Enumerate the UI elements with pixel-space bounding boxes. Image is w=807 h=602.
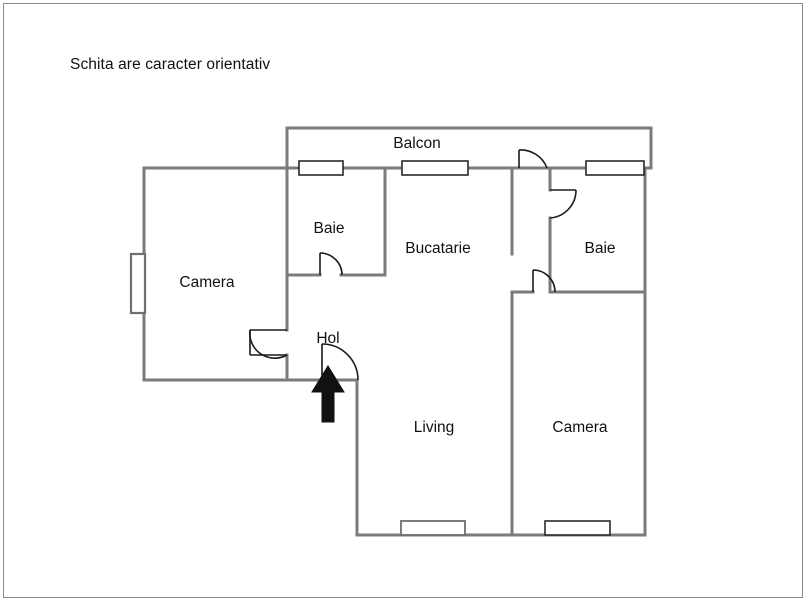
- room-label-camera-left: Camera: [179, 274, 235, 291]
- room-label-bucatarie: Bucatarie: [405, 240, 471, 257]
- entrance-arrow: [311, 365, 345, 423]
- plan-disclaimer-text: Schita are caracter orientativ: [70, 56, 271, 73]
- door-entrance: [321, 343, 359, 381]
- window-baie-right-north: [585, 160, 645, 176]
- door-baie-left: [319, 252, 343, 276]
- room-label-hol: Hol: [316, 330, 340, 347]
- door-camera-left: [249, 329, 288, 359]
- room-label-balcon: Balcon: [393, 135, 441, 152]
- window-camera-left-west: [129, 252, 147, 315]
- door-balcon: [518, 149, 548, 169]
- window-living-south: [400, 520, 466, 536]
- door-camera-right: [532, 269, 556, 293]
- window-baie-left-north: [298, 160, 344, 176]
- window-camera-right-south: [544, 520, 611, 536]
- room-label-baie-left: Baie: [313, 220, 345, 237]
- wall-group: [142, 126, 653, 537]
- room-label-camera-right: Camera: [552, 419, 608, 436]
- window-bucatarie-north: [401, 160, 469, 176]
- room-label-baie-right: Baie: [584, 240, 616, 257]
- door-baie-right: [549, 189, 577, 219]
- room-label-living: Living: [413, 419, 455, 436]
- window-group: [129, 160, 645, 536]
- door-group: [249, 149, 577, 381]
